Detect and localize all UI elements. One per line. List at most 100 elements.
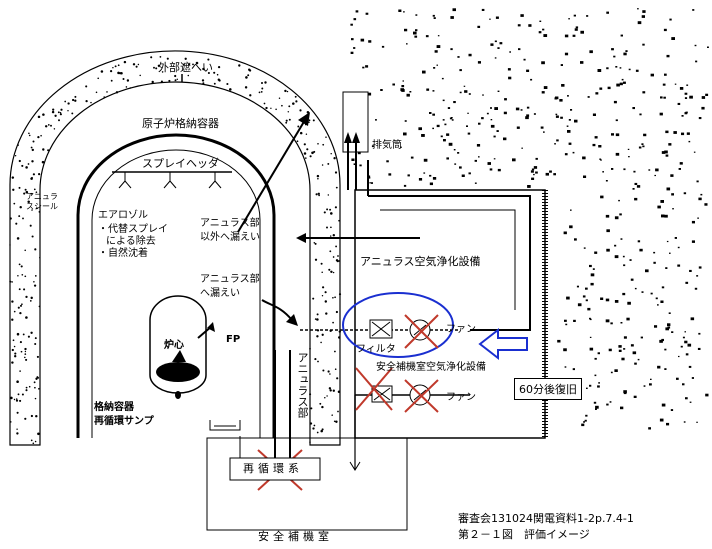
shield-dot bbox=[317, 192, 320, 195]
plume-dot bbox=[468, 53, 472, 57]
label-fp: FP bbox=[226, 334, 241, 345]
shield-dot bbox=[34, 275, 37, 277]
plume-dot bbox=[606, 403, 609, 406]
plume-dot bbox=[518, 48, 521, 51]
shield-dot bbox=[335, 420, 338, 423]
plume-dot bbox=[443, 139, 446, 142]
shield-dot bbox=[24, 188, 27, 191]
shield-dot bbox=[38, 388, 40, 390]
shield-dot bbox=[21, 393, 24, 396]
plume-dot bbox=[426, 88, 430, 91]
shield-dot bbox=[35, 377, 38, 380]
plume-dot bbox=[679, 87, 684, 90]
plume-dot bbox=[555, 113, 558, 116]
plume-dot bbox=[542, 28, 545, 31]
shield-dot bbox=[34, 440, 37, 443]
plume-dot bbox=[433, 67, 436, 69]
plume-dot bbox=[520, 109, 523, 111]
plume-dot bbox=[691, 377, 694, 379]
sump-pit bbox=[209, 420, 241, 431]
shield-dot bbox=[30, 331, 33, 334]
plume-dot bbox=[638, 146, 642, 149]
plume-dot bbox=[568, 18, 570, 20]
plume-dot bbox=[600, 297, 604, 300]
shield-dot bbox=[109, 69, 113, 73]
plume-dot bbox=[535, 157, 538, 160]
plume-dot bbox=[451, 119, 454, 121]
shield-dot bbox=[317, 177, 319, 180]
plume-dot bbox=[637, 8, 639, 10]
plume-dot bbox=[618, 345, 622, 348]
plume-dot bbox=[531, 177, 535, 180]
plume-dot bbox=[659, 339, 663, 343]
plume-dot bbox=[676, 377, 679, 380]
plume-dot bbox=[497, 168, 501, 172]
shield-dot bbox=[16, 332, 20, 336]
shield-dot bbox=[24, 347, 27, 351]
shield-dot bbox=[286, 90, 289, 93]
shield-dot bbox=[285, 119, 288, 122]
plume-dot bbox=[490, 43, 494, 46]
plume-dot bbox=[701, 106, 705, 110]
plume-dot bbox=[360, 38, 365, 42]
plume-dot bbox=[371, 145, 374, 148]
plume-dot bbox=[592, 113, 596, 116]
shield-dot bbox=[303, 143, 306, 146]
label-aerosol-title: エアロゾル bbox=[98, 210, 148, 221]
plume-dot bbox=[625, 50, 628, 52]
shield-dot bbox=[313, 241, 316, 244]
shield-dot bbox=[316, 318, 319, 321]
shield-dot bbox=[67, 102, 70, 105]
plume-dot bbox=[632, 107, 635, 110]
plume-dot bbox=[606, 67, 609, 70]
shield-dot bbox=[15, 399, 19, 402]
shield-dot bbox=[41, 160, 45, 164]
plume-dot bbox=[637, 358, 640, 361]
inner-liner bbox=[91, 149, 261, 438]
plume-dot bbox=[698, 332, 701, 335]
shield-dot bbox=[151, 80, 154, 84]
plume-dot bbox=[693, 151, 696, 153]
shield-dot bbox=[21, 273, 24, 276]
plume-dot bbox=[619, 82, 623, 86]
shield-dot bbox=[312, 297, 315, 300]
plume-dot bbox=[541, 91, 545, 94]
shield-dot bbox=[249, 94, 252, 97]
shield-dot bbox=[11, 361, 14, 364]
plume-dot bbox=[525, 116, 529, 120]
shield-dot bbox=[202, 67, 205, 71]
shield-dot bbox=[263, 102, 266, 105]
plume-dot bbox=[669, 18, 672, 21]
plume-dot bbox=[674, 83, 677, 85]
plume-dot bbox=[697, 347, 701, 350]
plume-dot bbox=[637, 240, 641, 243]
plume-dot bbox=[573, 14, 576, 17]
plume-dot bbox=[457, 56, 460, 58]
plume-dot bbox=[362, 66, 365, 69]
shield-dot bbox=[24, 356, 26, 359]
plume-dot bbox=[653, 261, 656, 264]
plume-dot bbox=[614, 300, 619, 303]
shield-dot bbox=[332, 256, 335, 258]
shield-dot bbox=[85, 99, 88, 103]
plume-dot bbox=[442, 119, 445, 121]
plume-dot bbox=[691, 240, 695, 243]
shield-dot bbox=[35, 414, 38, 418]
plume-dot bbox=[685, 353, 689, 356]
core-debris bbox=[156, 362, 200, 382]
plume-dot bbox=[476, 144, 481, 147]
plume-dot bbox=[598, 382, 600, 384]
shield-dot bbox=[244, 86, 248, 89]
shield-dot bbox=[329, 373, 331, 375]
label-leak-annulus-1: アニュラス部 bbox=[200, 274, 260, 285]
shield-dot bbox=[314, 258, 318, 261]
plume-dot bbox=[605, 214, 610, 218]
shield-dot bbox=[17, 144, 19, 146]
shield-dot bbox=[28, 132, 30, 135]
plume-dot bbox=[684, 340, 688, 344]
shield-dot bbox=[305, 133, 308, 135]
plume-dot bbox=[557, 339, 561, 343]
plume-dot bbox=[666, 187, 671, 191]
shield-dot bbox=[337, 255, 339, 257]
